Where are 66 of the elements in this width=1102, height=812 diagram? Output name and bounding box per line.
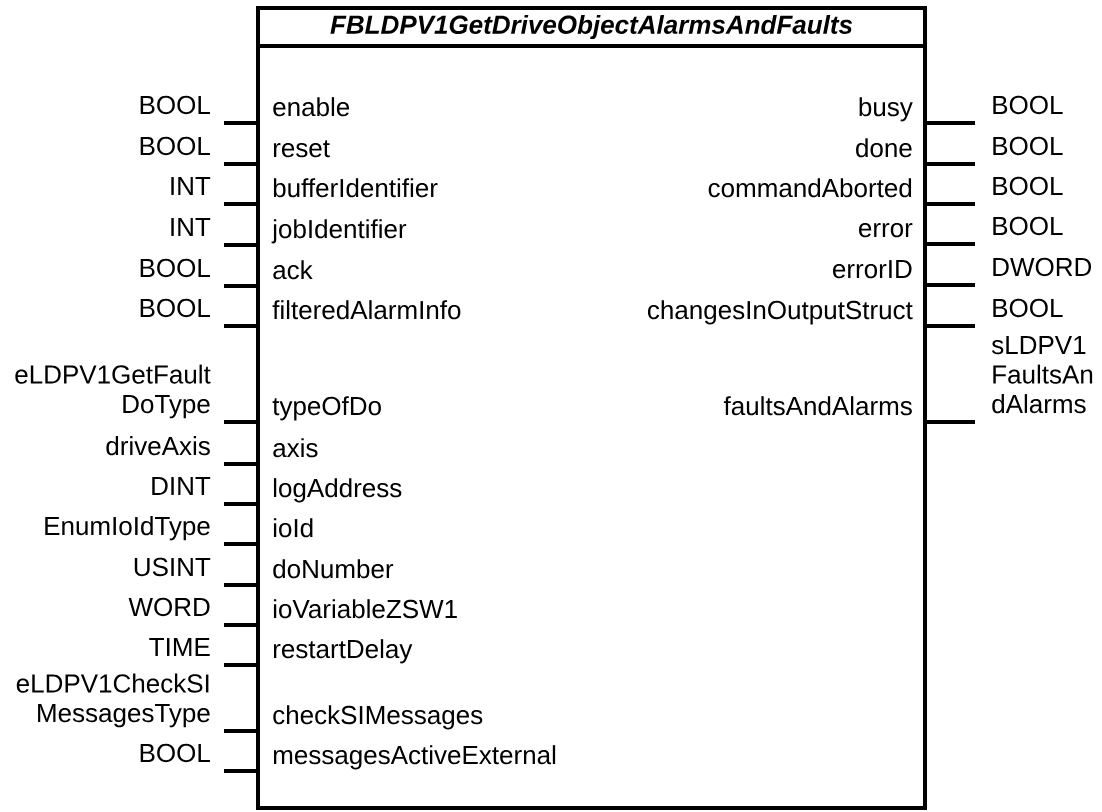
- pin-line: [927, 162, 975, 166]
- data-type: INT: [171, 218, 211, 236]
- data-type: DWORD: [993, 257, 1092, 277]
- data-type: BOOL: [993, 298, 1063, 318]
- pin-name: restartDelay: [273, 639, 413, 664]
- pin-line: [224, 542, 256, 546]
- pin-name: typeOfDo: [272, 396, 381, 421]
- pin-name: doNumber: [273, 559, 394, 579]
- data-type: DINT: [152, 477, 211, 495]
- data-type: BOOL: [993, 216, 1063, 236]
- pin-line: [927, 121, 975, 125]
- pin-line: [927, 324, 975, 328]
- data-type: BOOL: [993, 136, 1063, 156]
- pin-line: [224, 202, 256, 206]
- data-type: eLDPV1CheckSI MessagesType: [16, 673, 210, 728]
- data-type: INT: [171, 177, 211, 195]
- data-type: BOOL: [140, 258, 210, 278]
- pin-name: checkSIMessages: [273, 705, 483, 730]
- pin-name: jobIdentifier: [271, 219, 407, 244]
- pin-name: errorID: [833, 260, 912, 279]
- data-type: BOOL: [140, 136, 210, 156]
- data-type: TIME: [149, 638, 210, 656]
- data-type: BOOL: [993, 95, 1063, 115]
- data-type: BOOL: [140, 95, 210, 115]
- pin-name: ioId: [273, 518, 313, 538]
- pin-name: ack: [273, 260, 313, 280]
- pin-name: filteredAlarmInfo: [272, 300, 461, 320]
- data-type: eLDPV1GetFault DoType: [15, 364, 211, 419]
- pin-line: [927, 202, 975, 206]
- pin-line: [927, 242, 975, 246]
- pin-name: busy: [859, 97, 913, 122]
- pin-name: bufferIdentifier: [273, 178, 438, 198]
- data-type: EnumIoIdType: [45, 516, 210, 541]
- data-type: WORD: [128, 597, 210, 617]
- pin-line: [224, 769, 256, 773]
- data-type: BOOL: [993, 176, 1063, 196]
- pin-name: error: [859, 223, 913, 238]
- pin-name: done: [856, 138, 912, 158]
- pin-name: messagesActiveExternal: [273, 745, 556, 770]
- pin-line: [224, 583, 256, 587]
- pin-line: [224, 121, 256, 125]
- pin-line: [224, 623, 256, 627]
- data-type: driveAxis: [106, 436, 210, 456]
- pin-name: faultsAndAlarms: [723, 396, 912, 416]
- pin-name: enable: [273, 97, 350, 117]
- pin-line: [224, 462, 256, 466]
- pin-name: commandAborted: [708, 178, 912, 198]
- data-type: BOOL: [140, 743, 210, 763]
- pin-line: [224, 502, 256, 506]
- pin-name: reset: [273, 140, 330, 158]
- pin-line: [224, 729, 256, 733]
- pin-name: ioVariableZSW1: [273, 599, 457, 619]
- pin-name: axis: [273, 438, 318, 458]
- pin-name: changesInOutputStruct: [647, 300, 913, 325]
- pin-name: logAddress: [273, 478, 402, 503]
- data-type: sLDPV1 FaultsAn dAlarms: [991, 336, 1093, 414]
- pin-line: [224, 243, 256, 247]
- pin-line: [224, 162, 256, 166]
- pin-line: [224, 420, 256, 424]
- pin-line: [224, 324, 256, 328]
- pin-line: [927, 420, 975, 424]
- pin-line: [224, 663, 256, 667]
- pin-line: [927, 283, 975, 287]
- data-type: BOOL: [140, 298, 210, 318]
- pin-line: [224, 284, 256, 288]
- data-type: USINT: [134, 557, 211, 577]
